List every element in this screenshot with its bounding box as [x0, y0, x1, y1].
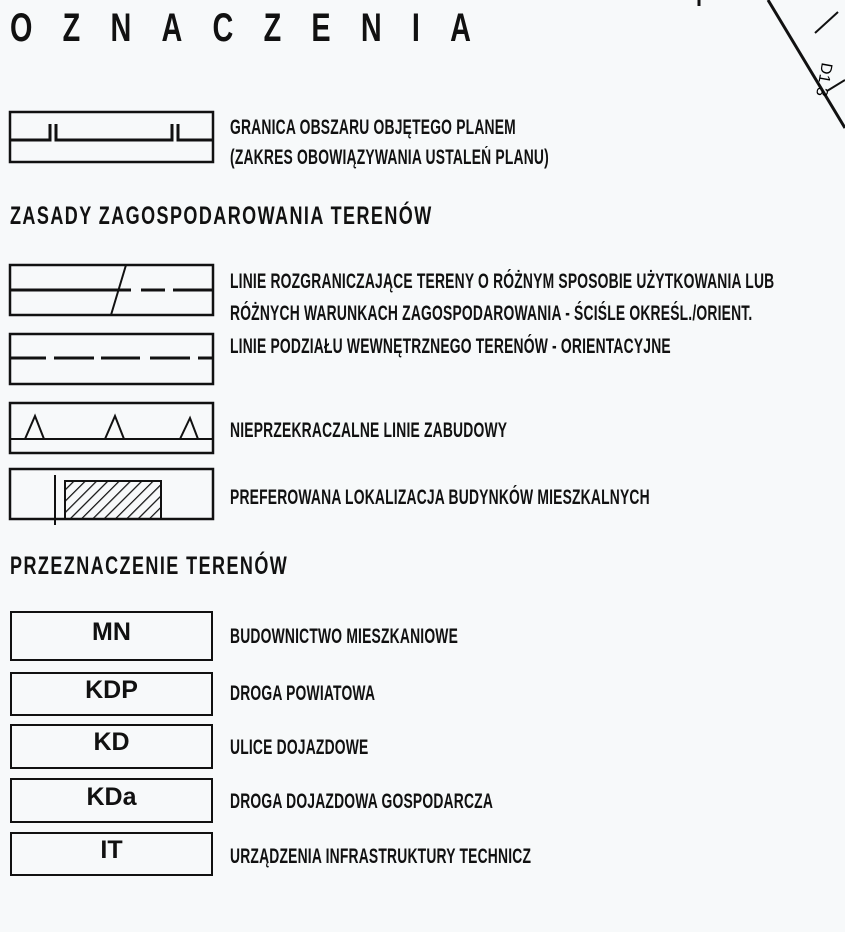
land-use-label: DROGA DOJAZDOWA GOSPODARCZA	[230, 790, 494, 813]
code-box-mn	[10, 611, 213, 661]
legend-title: OZNACZENIA	[10, 6, 502, 50]
boundary-label-2: (ZAKRES OBOWIĄZYWANIA USTALEŃ PLANU)	[230, 146, 549, 169]
boundary-label-1: GRANICA OBSZARU OBJĘTEGO PLANEM	[230, 116, 516, 139]
land-use-code: KDa	[86, 783, 137, 811]
internal-division-symbol	[8, 332, 215, 386]
section-heading-rules: ZASADY ZAGOSPODAROWANIA TERENÓW	[10, 202, 433, 230]
land-use-label: ULICE DOJAZDOWE	[230, 736, 369, 759]
land-use-code: KDP	[85, 676, 138, 704]
map-fragment: D1.3	[697, 0, 845, 129]
section-heading-use: PRZEZNACZENIE TERENÓW	[10, 552, 289, 580]
code-box-it	[10, 832, 213, 876]
building-line-symbol	[8, 401, 215, 455]
land-use-code: IT	[100, 836, 123, 864]
rules-label-3: LINIE PODZIAŁU WEWNĘTRZNEGO TERENÓW - OR…	[230, 335, 671, 358]
rules-label-4: NIEPRZEKRACZALNE LINIE ZABUDOWY	[230, 419, 508, 442]
land-use-code: KD	[93, 728, 130, 756]
land-use-code: MN	[92, 618, 131, 646]
rules-label-1: LINIE ROZGRANICZAJĄCE TERENY O RÓŻNYM SP…	[230, 270, 775, 293]
land-use-label: DROGA POWIATOWA	[230, 682, 376, 705]
rules-label-2: RÓŻNYCH WARUNKACH ZAGOSPODAROWANIA - ŚCI…	[230, 302, 753, 325]
land-use-label: BUDOWNICTWO MIESZKANIOWE	[230, 625, 459, 648]
boundary-line-symbol	[8, 110, 215, 164]
code-box-kd	[10, 724, 213, 769]
dividing-lines-symbol	[8, 263, 215, 317]
land-use-label: URZĄDZENIA INFRASTRUKTURY TECHNICZ	[230, 845, 532, 868]
code-box-kda	[10, 778, 213, 823]
map-label: D1.3	[812, 61, 835, 97]
rules-label-5: PREFEROWANA LOKALIZACJA BUDYNKÓW MIESZKA…	[230, 486, 650, 509]
preferred-building-symbol	[8, 467, 215, 525]
code-box-kdp	[10, 672, 213, 716]
